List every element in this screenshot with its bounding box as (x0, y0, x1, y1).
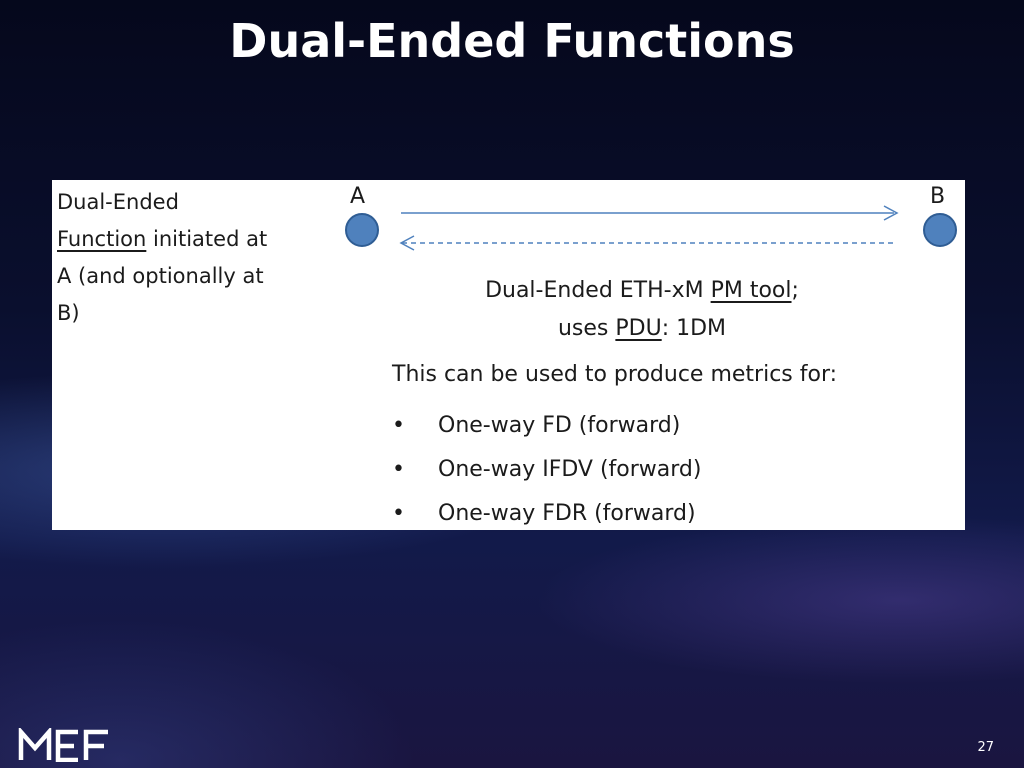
bullet: • (392, 457, 405, 482)
description-line-2-rest: initiated at (146, 227, 268, 251)
metrics-list: • One-way FD (forward) • One-way IFDV (for… (392, 404, 701, 536)
bullet: • (392, 413, 405, 438)
metric-item: • One-way FD (forward) (392, 404, 701, 448)
tool-line-2-prefix: uses (557, 316, 616, 341)
description-line-4: B) (57, 301, 80, 325)
metric-item: • One-way FDR (forward) (392, 492, 701, 536)
metrics-heading: This can be used to produce metrics for: (392, 362, 838, 387)
tool-line-1: Dual-Ended ETH-xM PM tool; (432, 272, 852, 310)
function-underlined: Function (57, 227, 147, 251)
metric-label: One-way IFDV (forward) (438, 457, 702, 482)
node-b-label: B (930, 184, 946, 209)
tool-line-1-suffix: ; (791, 278, 799, 303)
slide-title: Dual-Ended Functions (229, 14, 795, 68)
tool-description: Dual-Ended ETH-xM PM tool; uses PDU: 1DM (432, 272, 852, 348)
tool-line-1-prefix: Dual-Ended ETH-xM (485, 278, 711, 303)
arrows-svg (399, 205, 899, 251)
metric-item: • One-way IFDV (forward) (392, 448, 701, 492)
function-description: Dual-Ended Function initiated at A (and … (57, 184, 327, 332)
tool-line-2: uses PDU: 1DM (432, 310, 852, 348)
description-line-3: A (and optionally at (57, 264, 264, 288)
pdu-underlined: PDU (615, 316, 662, 341)
tool-line-2-suffix: : 1DM (661, 316, 727, 341)
forward-arrowhead (883, 205, 899, 221)
node-b-circle (923, 213, 957, 247)
mef-logo (18, 728, 108, 762)
node-a-label: A (350, 184, 366, 209)
node-a-circle (345, 213, 379, 247)
pm-tool-underlined: PM tool (710, 278, 792, 303)
page-number: 27 (977, 740, 994, 755)
diagram-panel: Dual-Ended Function initiated at A (and … (52, 180, 965, 530)
metric-label: One-way FDR (forward) (438, 501, 696, 526)
metric-label: One-way FD (forward) (438, 413, 681, 438)
bullet: • (392, 501, 405, 526)
description-line-2: Function initiated at (57, 221, 327, 258)
description-line-1: Dual-Ended (57, 190, 179, 214)
backward-arrowhead (399, 235, 415, 251)
